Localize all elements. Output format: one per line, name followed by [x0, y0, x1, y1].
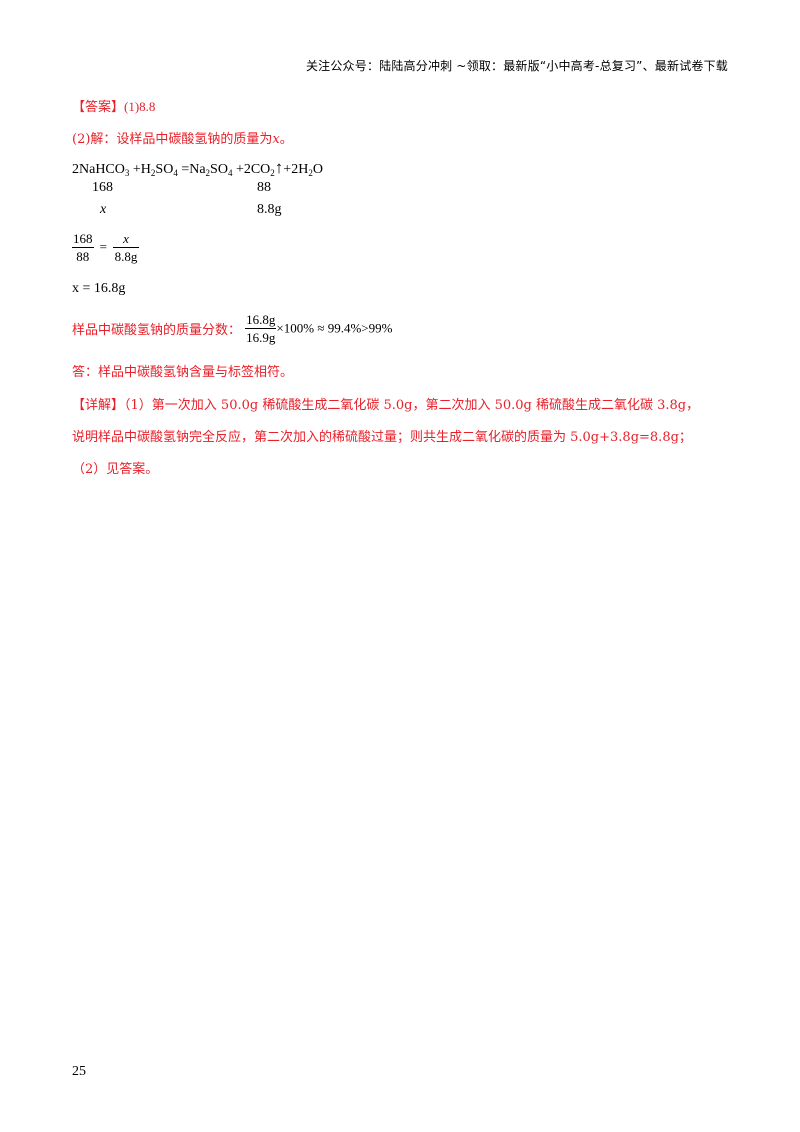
fraction-left-den: 88	[76, 249, 90, 264]
mass-fraction-label: 样品中碳酸氢钠的质量分数：	[72, 323, 242, 338]
solution-intro-text: (2)解：设样品中碳酸氢钠的质量为	[72, 132, 273, 147]
solution-intro-end: 。	[279, 132, 293, 147]
eq-product2: +2CO	[232, 162, 271, 177]
fraction-right-den: 8.8g	[114, 249, 138, 264]
result-line: x = 16.8g	[72, 281, 126, 296]
eq-sub: 4	[227, 168, 233, 178]
answer-line: 【答案】(1)8.8	[72, 96, 155, 115]
solution-variable: x	[272, 132, 280, 147]
chemical-equation: 2NaHCO3 +H2SO4 =Na2SO4 +2CO2↑+2H2O	[72, 158, 323, 178]
detail-line-1: 【详解】（1）第一次加入 50.0g 稀硫酸生成二氧化碳 5.0g，第二次加入 …	[72, 394, 699, 413]
detail-line-3: （2）见答案。	[72, 462, 159, 477]
equals-sign: =	[99, 239, 107, 254]
page-number: 25	[72, 1064, 86, 1079]
unknown-right: 8.8g	[257, 202, 282, 217]
page-header: 关注公众号：陆陆高分冲刺 ~领取：最新版“小中高考-总复习”、最新试卷下载	[305, 59, 728, 73]
eq-sub: 4	[173, 168, 178, 178]
mass-fraction-num: 16.8g	[245, 312, 277, 329]
eq-product3-b: O	[312, 162, 323, 177]
fraction-right-num: x	[113, 230, 139, 248]
eq-sub: 2	[270, 168, 275, 178]
eq-sub: 2	[150, 168, 156, 178]
eq-product1: =Na	[177, 162, 206, 177]
mass-fraction-den: 16.9g	[246, 330, 276, 345]
detail-line-2: 说明样品中碳酸氢钠完全反应，第二次加入的稀硫酸过量；则共生成二氧化碳的质量为 5…	[72, 430, 692, 445]
fraction-left-num: 168	[72, 231, 94, 248]
unknown-left: x	[100, 202, 107, 217]
eq-product1-b: SO	[210, 162, 228, 177]
detail-text-1: （1）第一次加入 50.0g 稀硫酸生成二氧化碳 5.0g，第二次加入 50.0…	[124, 398, 700, 413]
mass-fraction-line: 样品中碳酸氢钠的质量分数： 16.8g 16.9g ×100% ≈ 99.4%>…	[72, 311, 392, 346]
conclusion: 答：样品中碳酸氢钠含量与标签相符。	[72, 365, 294, 380]
mass-fraction-rest: ×100% ≈ 99.4%>99%	[276, 320, 393, 336]
detail-label: 【详解】	[72, 398, 125, 413]
answer-label: 【答案】	[72, 100, 125, 115]
eq-product3: +2H	[283, 162, 309, 177]
gas-arrow-icon: ↑	[274, 158, 284, 177]
eq-sub: 2	[308, 168, 313, 178]
eq-reactant2: +H	[129, 162, 151, 177]
eq-reactant2-b: SO	[155, 162, 174, 177]
fraction-left: 168 88	[72, 230, 94, 265]
fraction-right: x 8.8g	[113, 230, 139, 265]
ratio-right: 88	[257, 180, 271, 195]
eq-sub: 3	[124, 168, 130, 178]
answer-part1: (1)8.8	[124, 99, 156, 114]
solution-intro: (2)解：设样品中碳酸氢钠的质量为x。	[72, 128, 293, 147]
ratio-left: 168	[92, 180, 113, 195]
mass-fraction: 16.8g 16.9g	[245, 311, 277, 346]
eq-sub: 2	[205, 168, 211, 178]
eq-reactant1: 2NaHCO	[72, 162, 125, 177]
proportion-equation: 168 88 = x 8.8g	[72, 230, 139, 265]
